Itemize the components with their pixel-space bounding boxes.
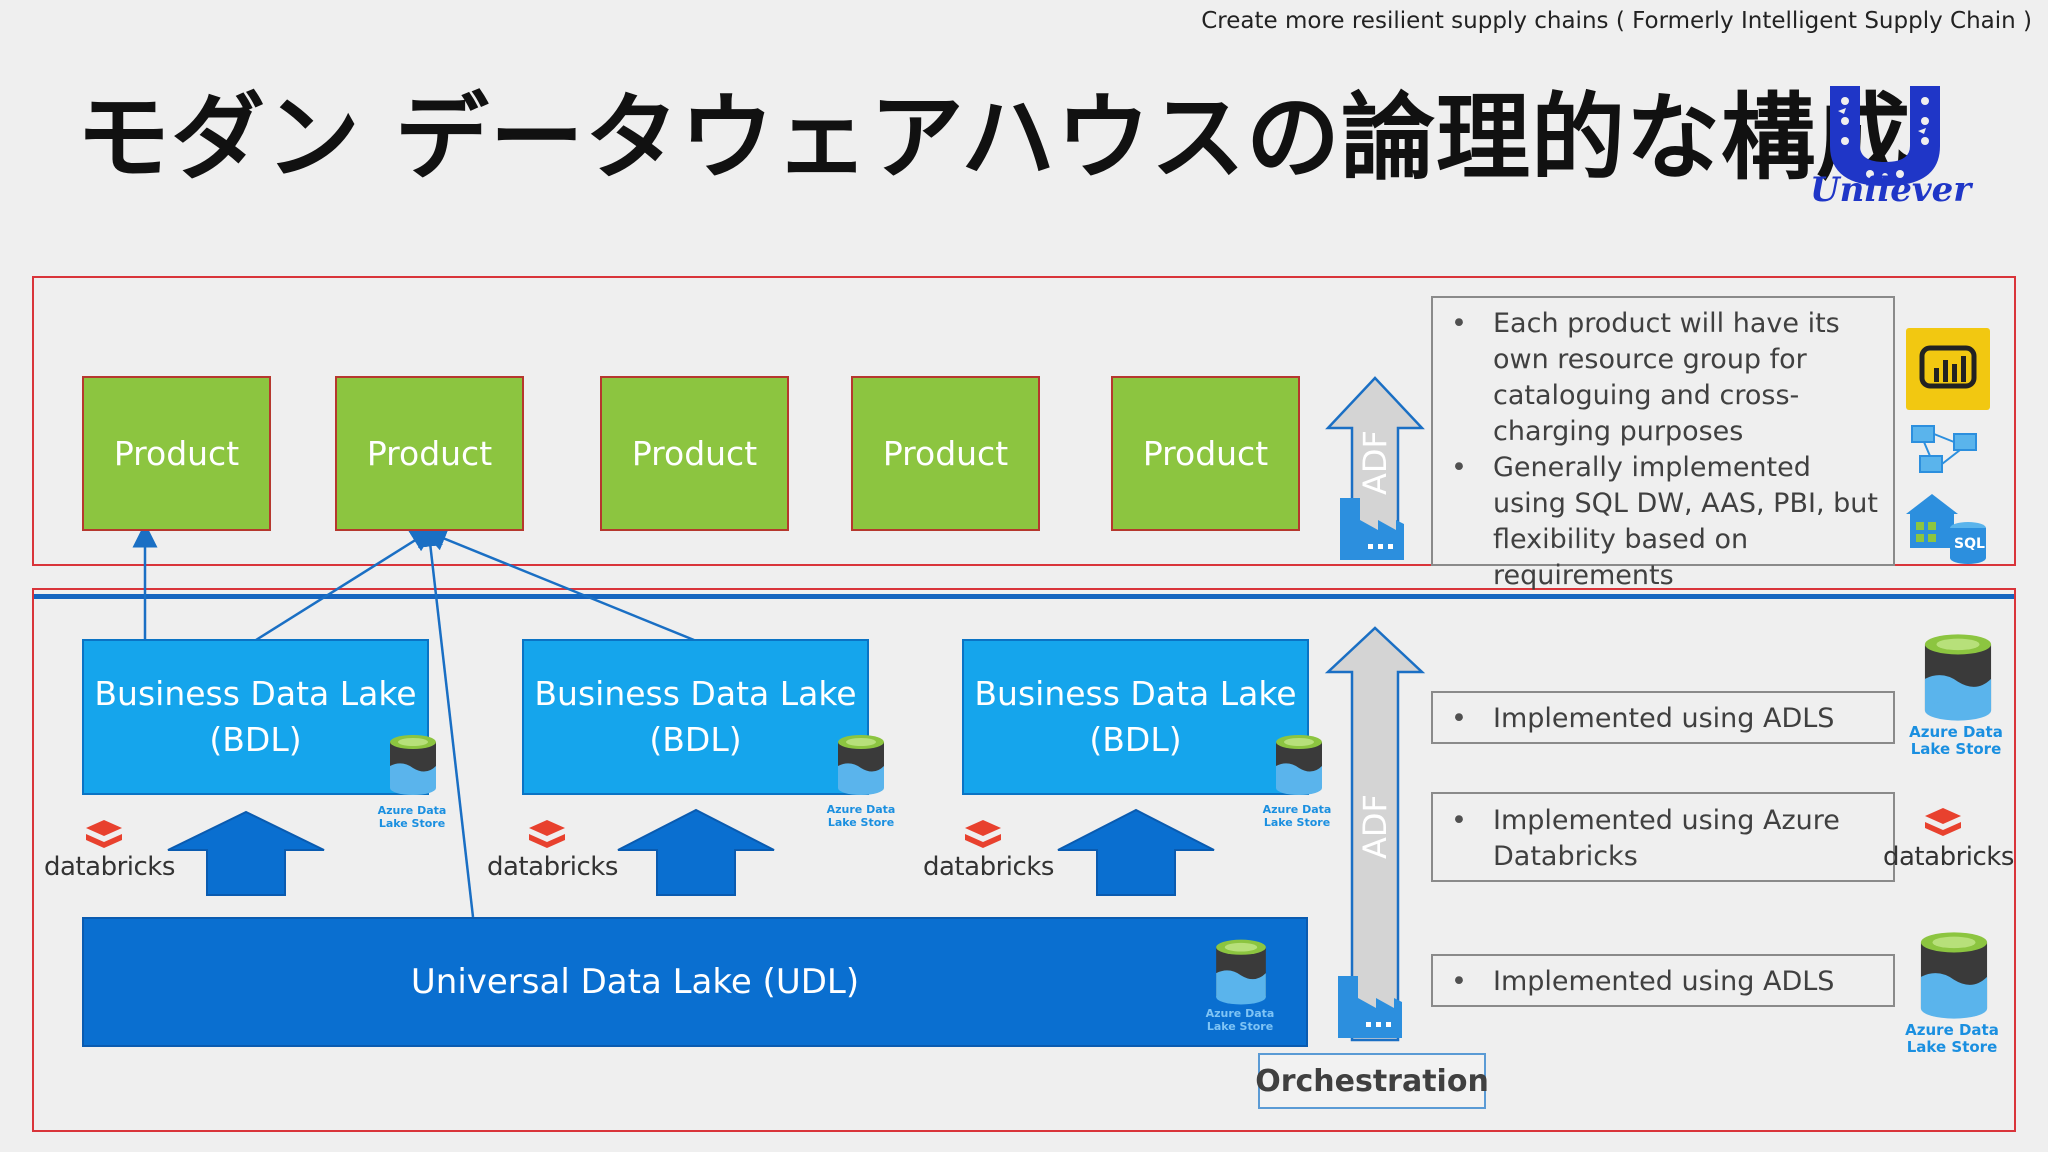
arrow-udl-to-bdl-1: [167, 810, 325, 896]
databricks-label: databricks: [44, 852, 175, 882]
bdl-title: Business Data Lake: [94, 674, 417, 713]
databricks-label: databricks: [923, 852, 1054, 882]
data-lake-store-icon: [390, 735, 436, 795]
adf-arrow-bottom: [1324, 626, 1426, 1042]
bdl-title: Business Data Lake: [534, 674, 857, 713]
databricks-icon: [529, 820, 565, 848]
product-box: Product: [82, 376, 271, 531]
header-tagline: Create more resilient supply chains ( Fo…: [1201, 8, 2032, 34]
arrow-udl-to-bdl-3: [1057, 808, 1215, 896]
data-lake-store-icon: [838, 735, 884, 795]
databricks-icon: [965, 820, 1001, 848]
connector-bdl2-product2: [421, 527, 695, 642]
adf-label-top: ADF: [1356, 430, 1394, 495]
data-lake-store-icon: [1920, 932, 1988, 1019]
analysis-services-icon: [1911, 425, 1977, 473]
note-resource-group: Each product will have its own resource …: [1451, 306, 1885, 450]
product-box: Product: [600, 376, 789, 531]
arrow-udl-to-bdl-2: [617, 808, 775, 896]
product-box: Product: [1111, 376, 1300, 531]
unilever-logo-text: Unilever: [1810, 170, 1972, 210]
tier-divider-line: [34, 594, 2014, 599]
databricks-label: databricks: [487, 852, 618, 882]
bdl-abbrev: (BDL): [1089, 720, 1182, 759]
universal-data-lake-box: Universal Data Lake (UDL): [82, 917, 1308, 1047]
note-implementation: Generally implemented using SQL DW, AAS,…: [1451, 450, 1885, 594]
orchestration-label: Orchestration: [1255, 1053, 1489, 1109]
bdl-title: Business Data Lake: [974, 674, 1297, 713]
data-lake-tier-frame: [32, 588, 2016, 1132]
connector-bdl1-product2: [255, 527, 436, 642]
business-data-lake-box: Business Data Lake (BDL): [522, 639, 869, 795]
data-factory-icon: [1338, 498, 1404, 1038]
business-data-lake-box: Business Data Lake (BDL): [962, 639, 1309, 795]
note-udl-adls: Implemented using ADLS: [1431, 954, 1895, 1007]
data-lake-store-icon: [1924, 634, 1992, 721]
databricks-icon: [1925, 808, 1961, 836]
product-tier-frame: [32, 276, 2016, 566]
business-data-lake-box: Business Data Lake (BDL): [82, 639, 429, 795]
powerbi-icon: [1906, 328, 1990, 410]
data-lake-store-icon: [1276, 735, 1322, 795]
databricks-label: databricks: [1883, 842, 2014, 872]
connector-udl-product2: [418, 521, 475, 918]
bdl-abbrev: (BDL): [649, 720, 742, 759]
unilever-logo-icon: [1830, 86, 1940, 186]
sql-data-warehouse-icon: SQL: [1902, 486, 1994, 566]
bdl-abbrev: (BDL): [209, 720, 302, 759]
data-lake-store-icon: [1216, 939, 1266, 1005]
sql-badge: SQL: [1954, 536, 1985, 552]
note-databricks: Implemented using Azure Databricks: [1431, 792, 1895, 882]
product-tier-notes: Each product will have its own resource …: [1431, 296, 1895, 591]
product-box: Product: [335, 376, 524, 531]
slide-title: モダン データウェアハウスの論理的な構成: [76, 84, 1911, 193]
product-box: Product: [851, 376, 1040, 531]
note-bdl-adls: Implemented using ADLS: [1431, 691, 1895, 744]
adf-label-bottom: ADF: [1356, 794, 1394, 859]
databricks-icon: [86, 820, 122, 848]
